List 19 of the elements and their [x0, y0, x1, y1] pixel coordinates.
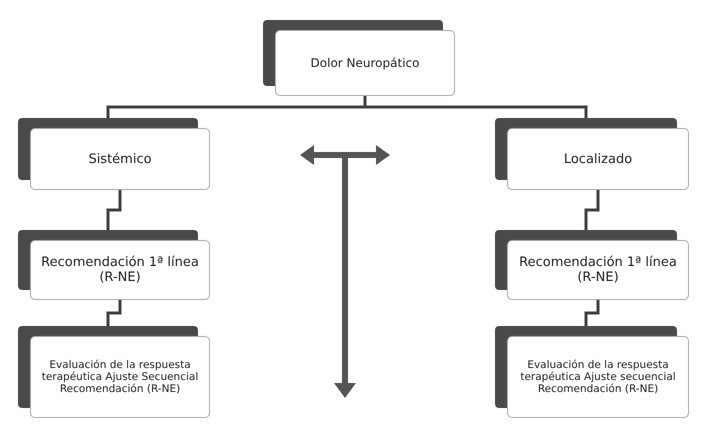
box-text: Sistémico — [88, 152, 152, 166]
connector-line — [106, 190, 122, 230]
process-box — [30, 336, 210, 418]
box-text: Evaluación de la respuesta terapéutica Ajuste Secuencial Recomendación (R-NE) — [40, 359, 200, 395]
process-box — [275, 30, 455, 96]
box-text: Recomendación 1ª línea (R-NE) — [40, 255, 200, 285]
process-box — [507, 128, 689, 190]
connector-line — [584, 300, 600, 326]
connector-line — [584, 190, 600, 230]
process-box — [30, 240, 210, 300]
box-text: Localizado — [564, 152, 632, 166]
box-text: Dolor Neuropático — [310, 56, 420, 70]
process-box — [507, 336, 689, 418]
connector-line — [106, 300, 122, 326]
box-text: Recomendación 1ª línea (R-NE) — [518, 255, 678, 285]
process-box — [507, 240, 689, 300]
connector-line — [364, 96, 588, 118]
process-box — [30, 128, 210, 190]
box-text: Evaluación de la respuesta terapéutica Ajuste secuencial Recomendación (R-NE) — [519, 359, 677, 395]
